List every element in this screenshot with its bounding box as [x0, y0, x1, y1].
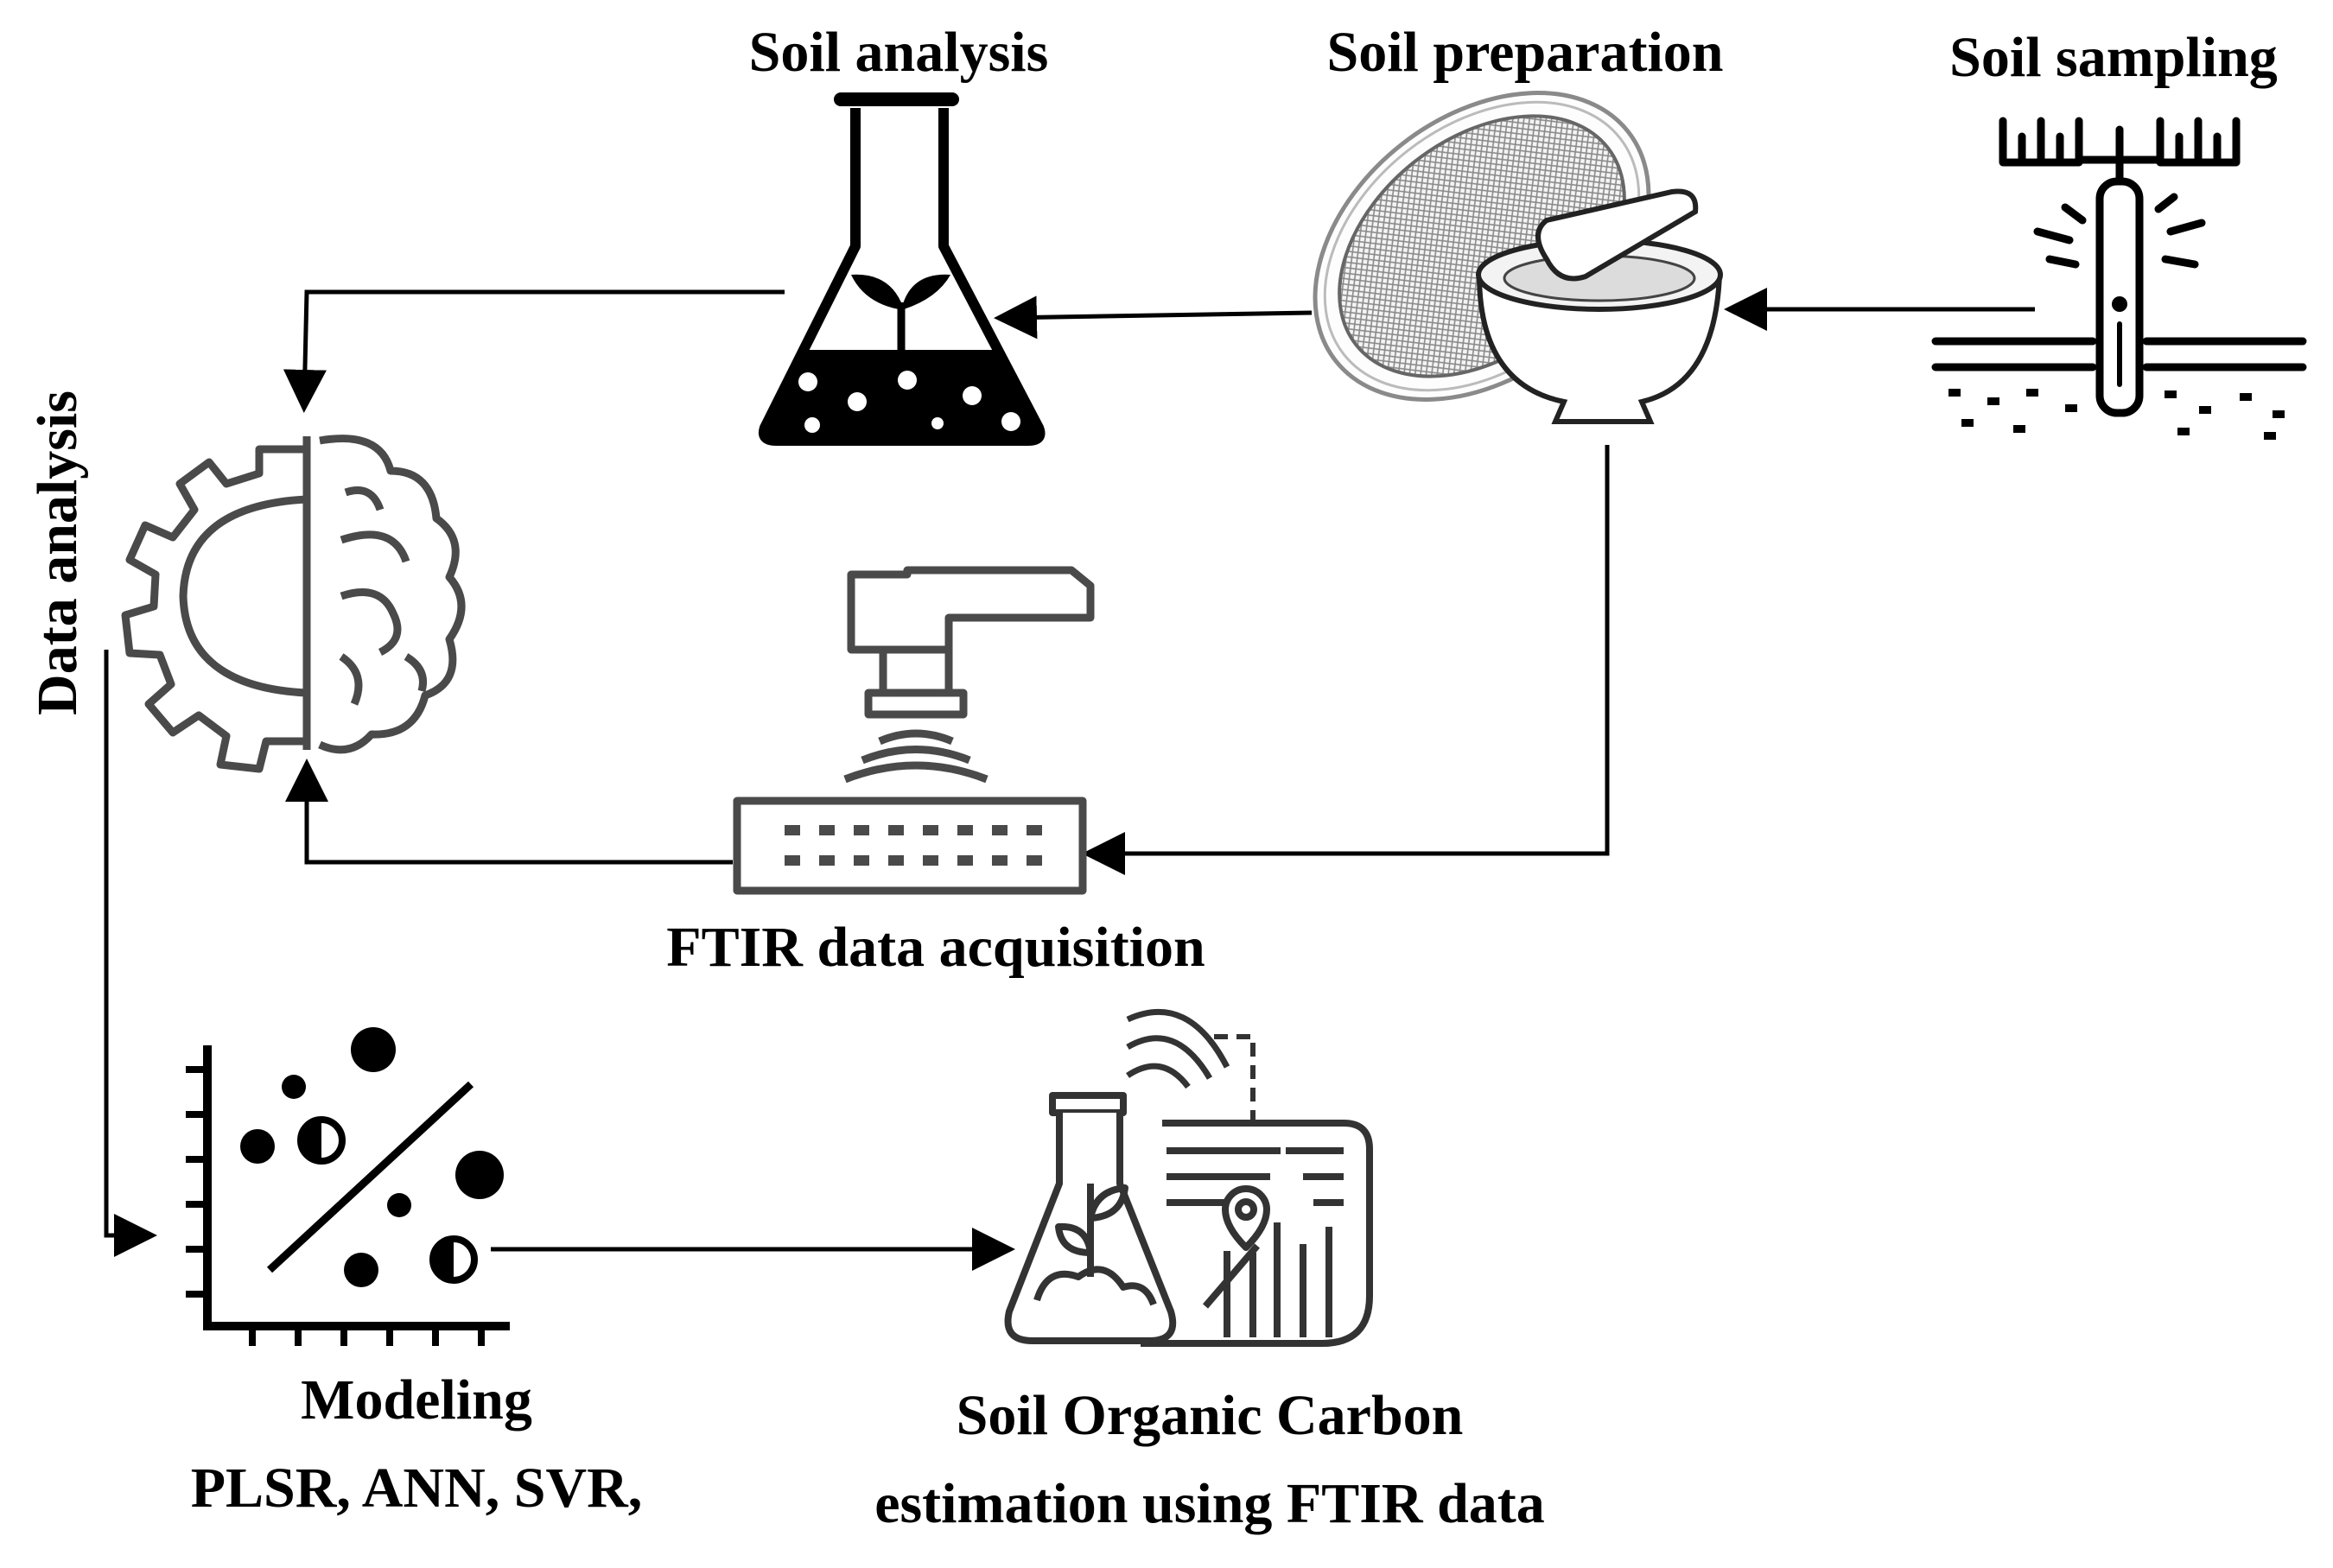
arrow-analysis-to-data-analysis: [283, 289, 785, 413]
label-soil-analysis: Soil analysis: [749, 21, 1049, 84]
arrow-preparation-to-ftir: [1082, 445, 1610, 875]
label-ftir-acquisition: FTIR data acquisition: [666, 916, 1205, 979]
label-data-analysis: Data analysis: [26, 390, 89, 715]
arrow-data-analysis-to-modeling: [104, 650, 157, 1257]
label-soil-sampling: Soil sampling: [1949, 26, 2278, 89]
arrow-ftir-to-data-analysis: [285, 759, 733, 865]
ftir-spectrometer-icon: [733, 566, 1095, 895]
flow-arrows: [104, 288, 2035, 1271]
label-soil-preparation: Soil preparation: [1326, 21, 1723, 84]
label-modeling: Modeling: [301, 1368, 532, 1432]
flask-map-location-icon: [1004, 1009, 1373, 1347]
label-soc-line2: estimation using FTIR data: [874, 1472, 1545, 1535]
gear-brain-icon: [121, 435, 466, 773]
scatter-regression-icon: [186, 1027, 510, 1346]
sieve-mortar-pestle-icon: [1313, 91, 1723, 424]
soil-sampling-auger-icon: [1931, 117, 2307, 440]
label-soc-line1: Soil Organic Carbon: [957, 1384, 1464, 1447]
label-modeling-methods: PLSR, ANN, SVR,: [191, 1457, 643, 1520]
flask-seedling-icon: [758, 92, 1046, 446]
arrow-preparation-to-analysis: [994, 295, 1313, 340]
